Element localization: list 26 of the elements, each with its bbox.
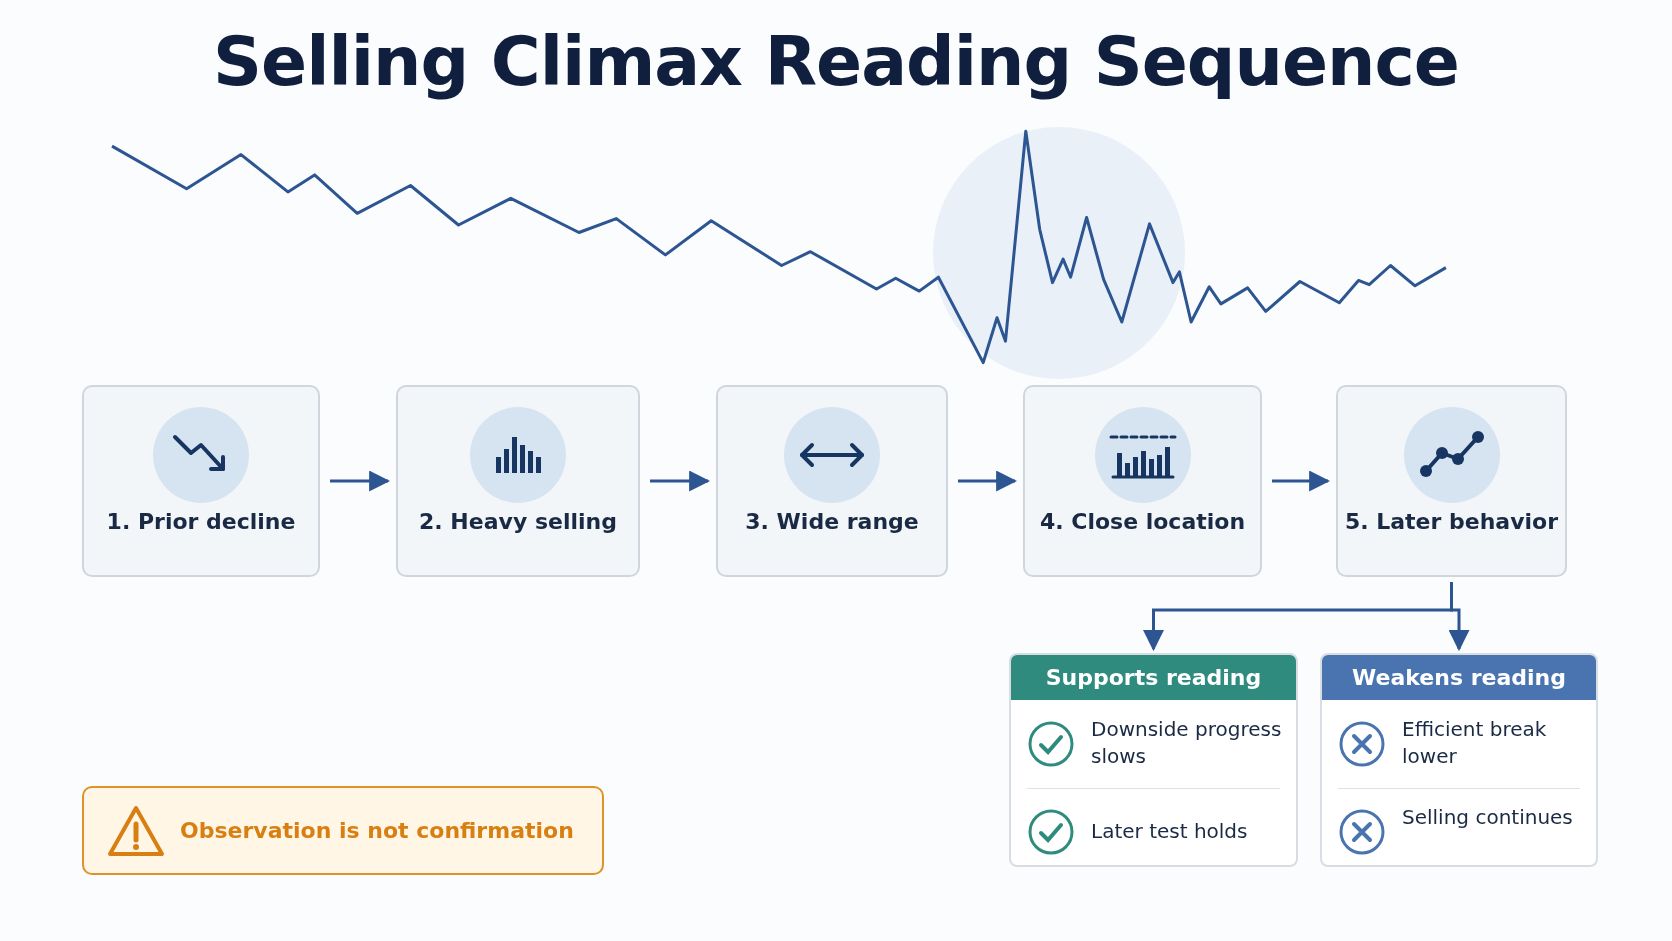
- arrow: [330, 470, 391, 492]
- step-label: 4. Close location: [1038, 509, 1247, 534]
- panel-header: Supports reading: [1011, 655, 1296, 700]
- arrow: [650, 470, 711, 492]
- step-box: [1023, 385, 1262, 577]
- warning-text: Observation is not confirmation: [180, 817, 574, 845]
- warning-box: [82, 786, 604, 875]
- arrow: [1448, 582, 1470, 652]
- title: Selling Climax Reading Sequence: [212, 22, 1460, 101]
- outcome-text: Selling continues: [1402, 804, 1574, 831]
- panel-header: Weakens reading: [1322, 655, 1596, 700]
- step-box: [1336, 385, 1567, 577]
- step-label: 2. Heavy selling: [418, 509, 618, 534]
- step-box: [82, 385, 320, 577]
- outcome-panel: [1320, 653, 1598, 867]
- step-label: 3. Wide range: [744, 509, 920, 534]
- step-box: [396, 385, 640, 577]
- step-box: [716, 385, 948, 577]
- outcome-text: Downside progress slows: [1091, 716, 1283, 770]
- arrow: [958, 470, 1018, 492]
- outcome-panel: [1009, 653, 1298, 867]
- arrow: [1272, 470, 1331, 492]
- outcome-text: Later test holds: [1091, 818, 1249, 845]
- step-label: 1. Prior decline: [105, 509, 297, 534]
- outcome-text: Efficient break lower: [1402, 716, 1548, 770]
- step-label: 5. Later behavior: [1343, 509, 1560, 534]
